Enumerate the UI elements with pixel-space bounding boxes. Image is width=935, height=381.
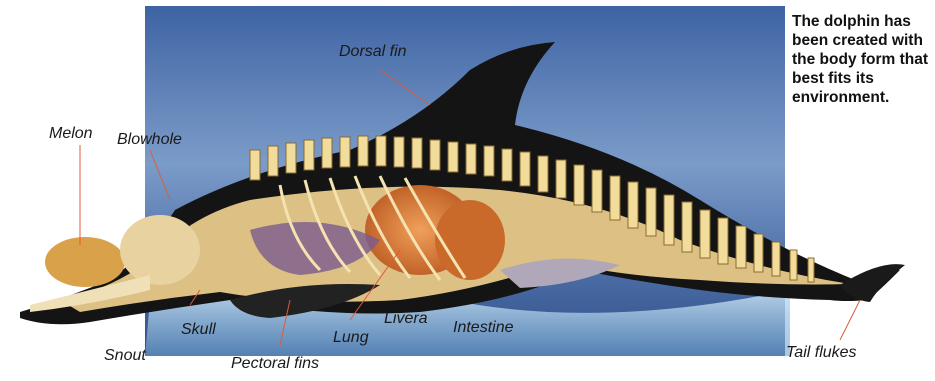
label-pectoral-fins: Pectoral fins (231, 356, 319, 372)
label-dorsal-fin: Dorsal fin (339, 44, 407, 60)
label-livera: Livera (384, 311, 428, 327)
label-tail-flukes: Tail flukes (786, 345, 857, 361)
label-lung: Lung (333, 330, 369, 346)
label-snout: Snout (104, 348, 146, 364)
melon-shape (45, 237, 125, 287)
label-intestine: Intestine (453, 320, 513, 336)
label-skull: Skull (181, 322, 216, 338)
skull-shape (120, 215, 200, 285)
label-melon: Melon (49, 126, 93, 142)
liver-shape (435, 200, 505, 280)
label-blowhole: Blowhole (117, 132, 182, 148)
caption-text: The dolphin has been created with the bo… (792, 12, 935, 107)
